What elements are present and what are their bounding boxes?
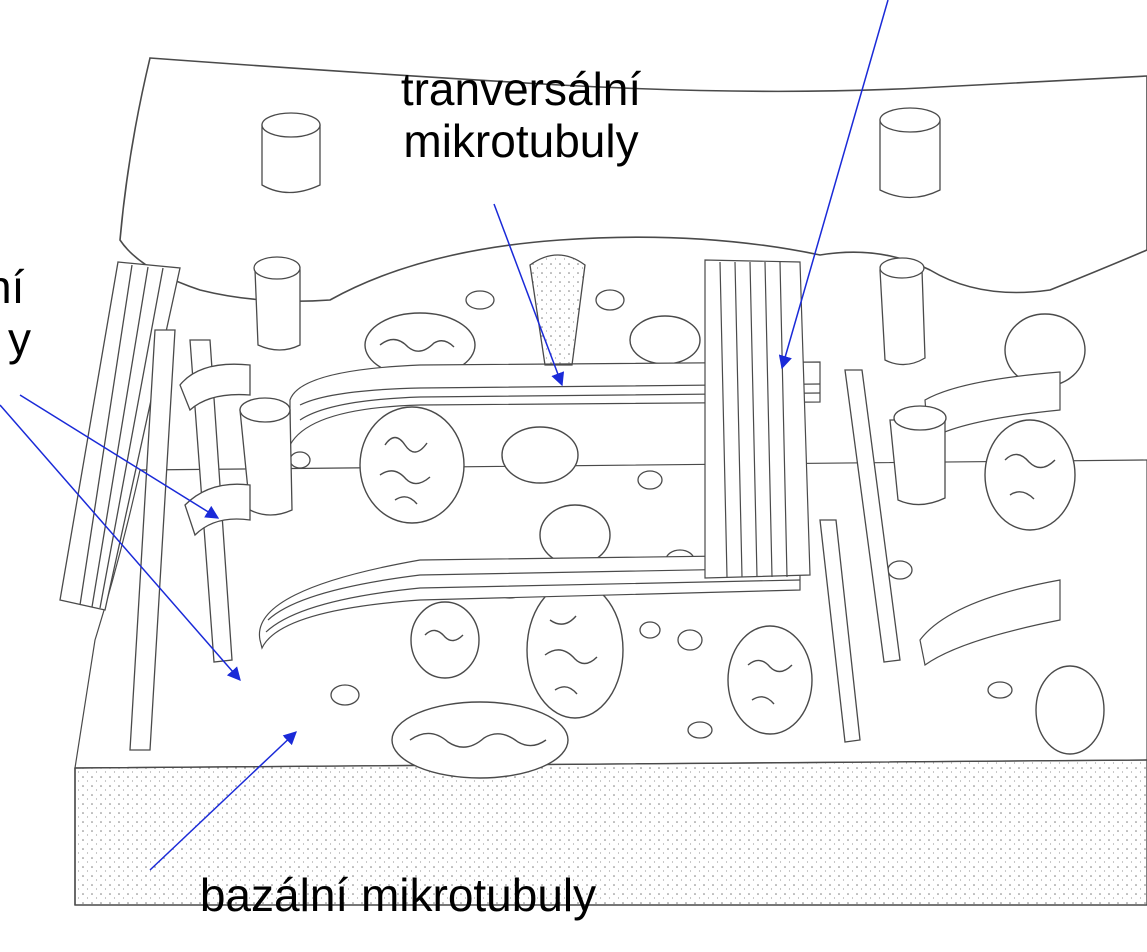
longitudinal-bundle xyxy=(705,260,810,578)
label-basal-microtubules: bazální mikrotubuly xyxy=(138,870,658,922)
septum xyxy=(530,255,585,365)
label-transversal-line2: mikrotubuly xyxy=(345,116,697,168)
transverse-ribbons xyxy=(259,362,1060,665)
label-transversal-line1: tranversální xyxy=(345,64,697,116)
label-left-partial: ní y xyxy=(0,262,56,365)
label-transversal-microtubules: tranversální mikrotubuly xyxy=(345,64,697,167)
label-left-line2: y xyxy=(0,314,56,366)
label-left-line1: ní xyxy=(0,262,56,314)
